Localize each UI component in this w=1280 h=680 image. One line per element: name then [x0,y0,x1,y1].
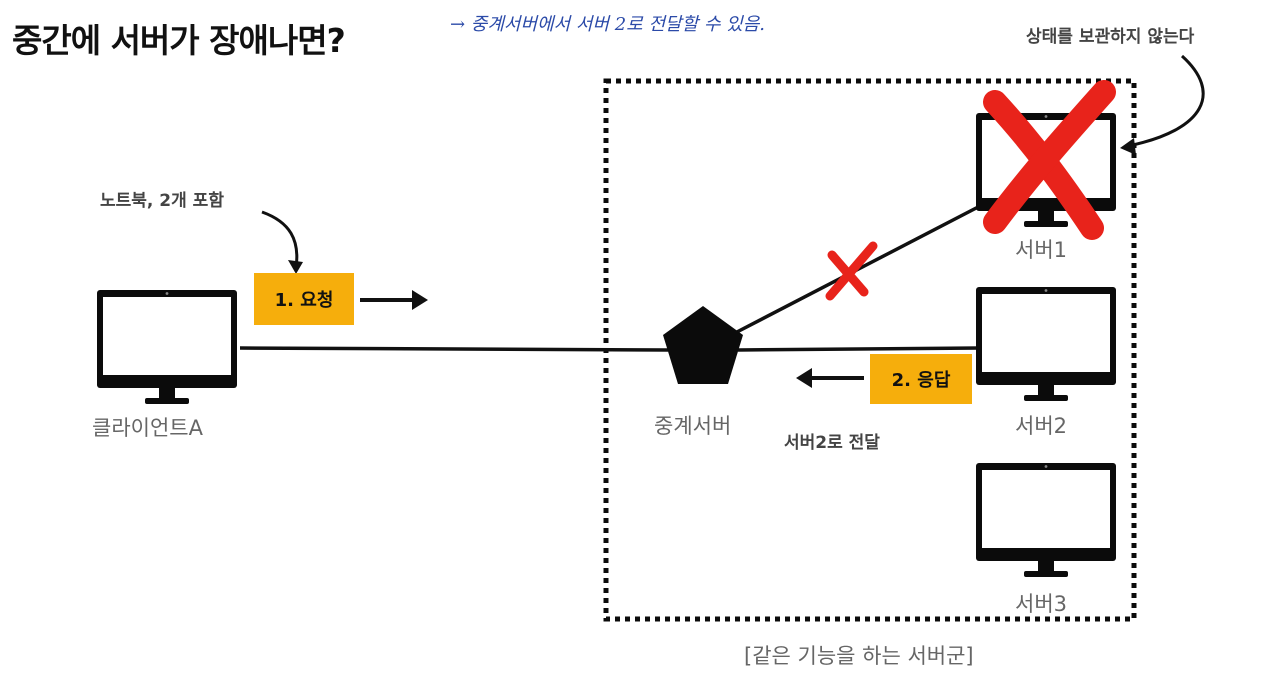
server2-label: 서버2 [1015,414,1068,438]
page-title: 중간에 서버가 장애나면? [12,21,346,60]
link-broken-x-icon [825,241,878,301]
request-arrow-icon [360,290,428,310]
stateless-annotation: 상태를 보관하지 않는다 [1026,27,1195,47]
server2-monitor-icon [976,287,1116,401]
server-group-label: [같은 기능을 하는 서버군] [744,644,974,668]
relay-server-icon [663,306,743,384]
server1-label: 서버1 [1015,238,1068,262]
handwritten-note: → 중계서버에서 서버 2로 전달할 수 있음. [450,14,765,35]
request-badge: 1. 요청 [254,273,354,325]
relay-server-label: 중계서버 [654,414,732,438]
server3-monitor-icon [976,463,1116,577]
laptop-annotation: 노트북, 2개 포함 [100,191,224,211]
client-label: 클라이언트A [92,416,203,440]
laptop-note-curved-arrow-icon [261,210,303,274]
client-relay-line [239,346,669,352]
response-arrow-icon [796,368,864,388]
client-monitor-icon [97,290,237,404]
server3-label: 서버3 [1015,592,1068,616]
response-badge: 2. 응답 [870,354,972,404]
stateless-curved-arrow-icon [1120,54,1205,155]
forward-annotation: 서버2로 전달 [784,433,880,453]
server1-failure-x-icon [983,80,1116,240]
relay-server2-line [737,346,981,352]
